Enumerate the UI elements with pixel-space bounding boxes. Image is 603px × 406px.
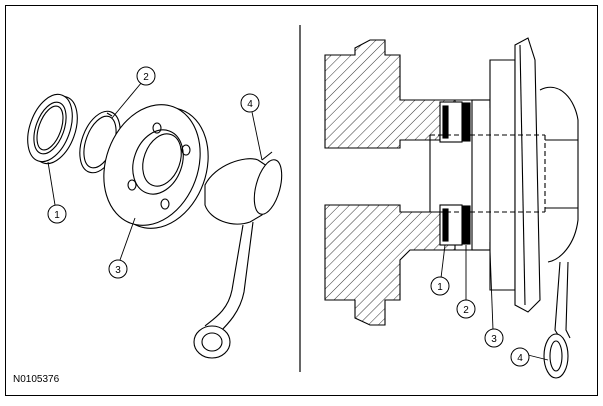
figure-code: N0105376	[13, 374, 60, 385]
callout-1: 1	[430, 276, 450, 296]
figure-border	[5, 5, 598, 396]
section-view	[324, 37, 579, 379]
exploded-view	[27, 93, 283, 359]
housing-upper-section	[324, 39, 456, 149]
exploded-leaders	[47, 81, 263, 261]
callout-label: 4	[517, 353, 523, 364]
callout-4: 4	[240, 93, 260, 113]
callout-label: 3	[115, 265, 121, 276]
flanged-adapter-part	[103, 104, 209, 229]
retaining-ring-top	[462, 102, 471, 142]
callout-label: 2	[463, 305, 469, 316]
callout-label: 4	[247, 99, 253, 110]
callout-3: 3	[484, 328, 504, 348]
seal-part	[27, 93, 78, 165]
tool-centre-bore	[430, 134, 546, 213]
callout-label: 2	[143, 72, 149, 83]
callout-label: 1	[437, 282, 443, 293]
installer-tool-section	[539, 86, 579, 379]
tool-shaft	[545, 139, 578, 209]
section-leaders	[440, 244, 549, 361]
seal-lip-top	[442, 105, 449, 139]
retaining-ring-bottom	[462, 205, 471, 245]
callout-2: 2	[136, 66, 156, 86]
adapter-body	[471, 37, 541, 313]
callout-1: 1	[47, 204, 67, 224]
callout-3: 3	[108, 259, 128, 279]
installer-tool-part	[193, 151, 283, 359]
seal-lip-bottom	[442, 208, 449, 242]
callout-label: 3	[491, 334, 497, 345]
callout-4: 4	[510, 347, 530, 367]
callout-2: 2	[456, 299, 476, 319]
housing-lower-section	[324, 204, 456, 326]
callout-label: 1	[54, 210, 60, 221]
